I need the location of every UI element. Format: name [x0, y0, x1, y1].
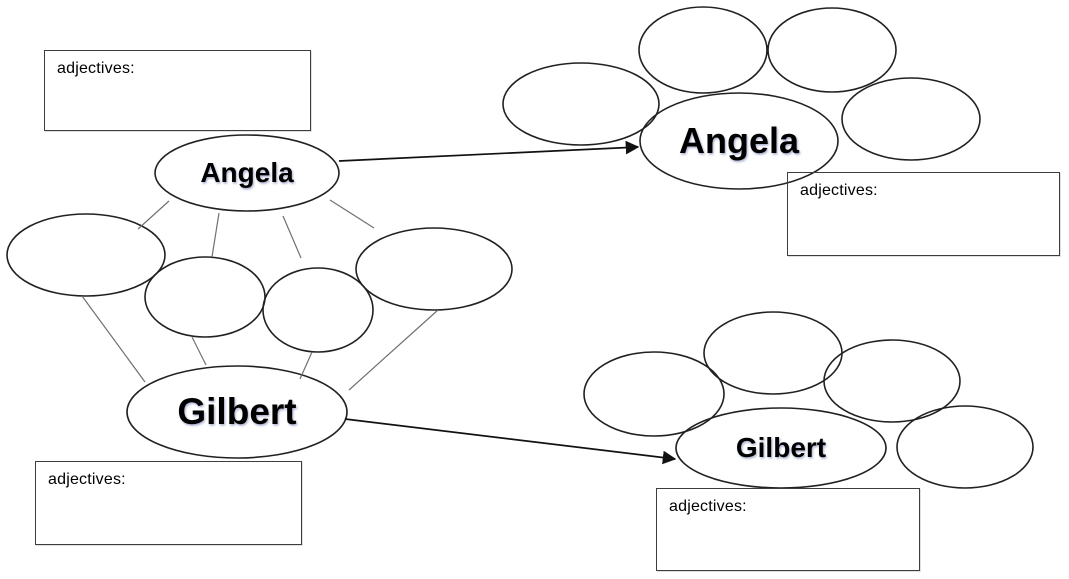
- angela-empty-ellipse-left[interactable]: [502, 62, 660, 146]
- left-gilbert-name: Gilbert: [177, 391, 297, 432]
- connector-gilbert-ellipse-2: [191, 336, 207, 366]
- gilbert-empty-ellipse-top[interactable]: [703, 311, 843, 395]
- angela-empty-ellipse-top-right[interactable]: [767, 7, 897, 93]
- gilbert-empty-ellipse-top-right[interactable]: [823, 339, 961, 423]
- connector-angela-ellipse-2: [211, 212, 220, 258]
- gilbert-empty-ellipse-right[interactable]: [896, 405, 1034, 489]
- left-angela-ellipse: [154, 134, 340, 212]
- adjectives-label: adjectives:: [669, 498, 747, 515]
- left-gilbert-ellipse: [126, 365, 348, 459]
- left-angela-name: Angela: [200, 157, 294, 188]
- adjectives-label: adjectives:: [48, 471, 126, 488]
- angela-empty-ellipse-right[interactable]: [841, 77, 981, 161]
- adjectives-label: adjectives:: [57, 60, 135, 77]
- shared-empty-ellipse-4[interactable]: [355, 227, 513, 311]
- shared-empty-ellipse-1[interactable]: [6, 213, 166, 297]
- shared-empty-ellipse-3[interactable]: [262, 267, 374, 353]
- adjectives-box-left-bottom[interactable]: adjectives:: [35, 461, 302, 545]
- arrow-gilbert-to-cluster: [344, 418, 677, 465]
- connector-angela-ellipse-3: [282, 215, 302, 259]
- right-angela-name: Angela: [678, 120, 800, 161]
- connector-gilbert-ellipse-4: [348, 309, 439, 391]
- adjectives-label: adjectives:: [800, 182, 878, 199]
- adjectives-box-left-top[interactable]: adjectives:: [44, 50, 311, 131]
- adjectives-box-right-angela[interactable]: adjectives:: [787, 172, 1060, 256]
- connector-gilbert-ellipse-3: [299, 351, 313, 380]
- adjectives-box-right-gilbert[interactable]: adjectives:: [656, 488, 920, 571]
- arrow-angela-to-cluster: [338, 140, 640, 162]
- connector-angela-ellipse-1: [137, 200, 170, 230]
- right-gilbert-name: Gilbert: [735, 432, 827, 463]
- gilbert-empty-ellipse-left[interactable]: [583, 351, 725, 437]
- angela-empty-ellipse-top[interactable]: [638, 6, 768, 94]
- right-angela-ellipse: [639, 92, 839, 190]
- connector-angela-ellipse-4: [329, 199, 375, 229]
- connector-gilbert-ellipse-1: [81, 295, 146, 383]
- shared-empty-ellipse-2[interactable]: [144, 256, 266, 338]
